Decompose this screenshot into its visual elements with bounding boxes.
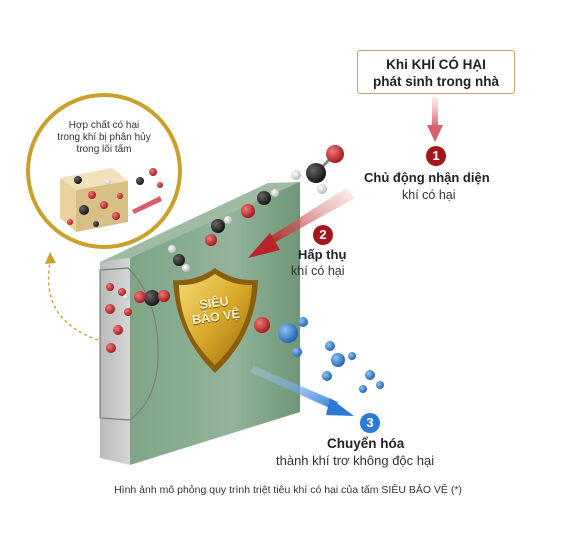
header-box: Khi KHÍ CÓ HẠI phát sinh trong nhà <box>357 50 515 94</box>
inset-caption-line3: trong lõi tấm <box>76 144 132 155</box>
step-3-subtitle: thành khí trơ không độc hại <box>276 453 435 468</box>
convert-arrow <box>250 366 354 416</box>
shield-icon <box>173 268 258 373</box>
absorb-arrow <box>248 188 355 258</box>
loop-arrow-head <box>45 252 56 264</box>
header-line2: phát sinh trong nhà <box>373 74 499 89</box>
loop-arrow <box>47 261 99 341</box>
inset-caption-line2: trong khí bị phân hủy <box>57 132 151 143</box>
step-1-subtitle: khí có hại <box>402 188 456 202</box>
inset-circle <box>26 93 182 249</box>
molecules-converted <box>254 317 384 393</box>
step-2-subtitle: khí có hại <box>291 264 345 278</box>
figure-caption: Hình ảnh mô phỏng quy trình triệt tiêu k… <box>114 484 462 496</box>
inset-molecules <box>67 168 163 227</box>
molecules-absorbed <box>105 283 132 353</box>
step-3-title: Chuyển hóa <box>327 436 405 451</box>
step-1-title: Chủ động nhận diện <box>364 170 490 185</box>
top-arrow <box>427 97 443 142</box>
step-3-badge: 3 <box>360 413 380 433</box>
inset-caption: Hợp chất có hại trong khí bị phân hủy tr… <box>48 120 160 156</box>
inset-caption-line1: Hợp chất có hại <box>68 120 140 131</box>
molecules-harmful <box>134 145 344 306</box>
step-1-badge: 1 <box>426 146 446 166</box>
step-2-title: Hấp thụ <box>298 247 347 262</box>
inset-arrow <box>132 196 162 214</box>
header-line1: Khi KHÍ CÓ HẠI <box>386 57 486 72</box>
step-2-badge: 2 <box>313 225 333 245</box>
